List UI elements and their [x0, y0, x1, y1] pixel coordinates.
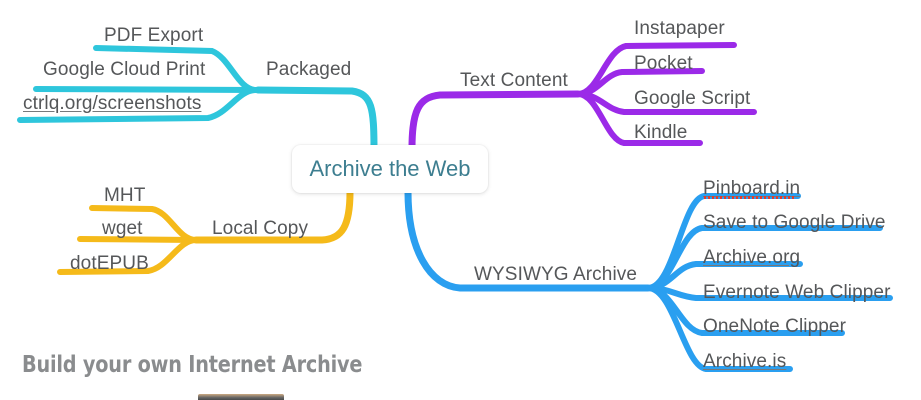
bottom-cropped-element: [198, 394, 284, 400]
node-archive-org[interactable]: Archive.org: [703, 247, 801, 268]
node-google-script[interactable]: Google Script: [634, 88, 751, 109]
node-wysiwyg-archive[interactable]: WYSIWYG Archive: [474, 264, 638, 285]
node-onenote-clipper[interactable]: OneNote Clipper: [703, 316, 847, 337]
spellcheck-underline-pinboard: [704, 196, 796, 199]
center-node[interactable]: Archive the Web: [292, 145, 488, 193]
node-text-content[interactable]: Text Content: [460, 70, 568, 91]
node-mht[interactable]: MHT: [104, 185, 146, 206]
node-packaged[interactable]: Packaged: [266, 59, 352, 80]
node-ctrlq-screenshots[interactable]: ctrlq.org/screenshots: [23, 93, 202, 114]
node-evernote-web-clipper[interactable]: Evernote Web Clipper: [703, 282, 891, 303]
center-node-label: Archive the Web: [309, 156, 471, 181]
node-pdf-export[interactable]: PDF Export: [104, 25, 204, 46]
node-wget[interactable]: wget: [102, 218, 143, 239]
node-dotepub[interactable]: dotEPUB: [70, 253, 149, 274]
caption-text: Build your own Internet Archive: [22, 352, 363, 378]
node-google-cloud-print[interactable]: Google Cloud Print: [43, 59, 206, 80]
node-local-copy[interactable]: Local Copy: [212, 218, 309, 239]
node-kindle[interactable]: Kindle: [634, 122, 688, 143]
node-save-to-google-drive[interactable]: Save to Google Drive: [703, 212, 886, 233]
node-pinboard-in[interactable]: Pinboard.in: [703, 178, 801, 199]
node-pocket[interactable]: Pocket: [634, 53, 693, 74]
node-instapaper[interactable]: Instapaper: [634, 18, 725, 39]
node-archive-is[interactable]: Archive.is: [703, 351, 787, 372]
